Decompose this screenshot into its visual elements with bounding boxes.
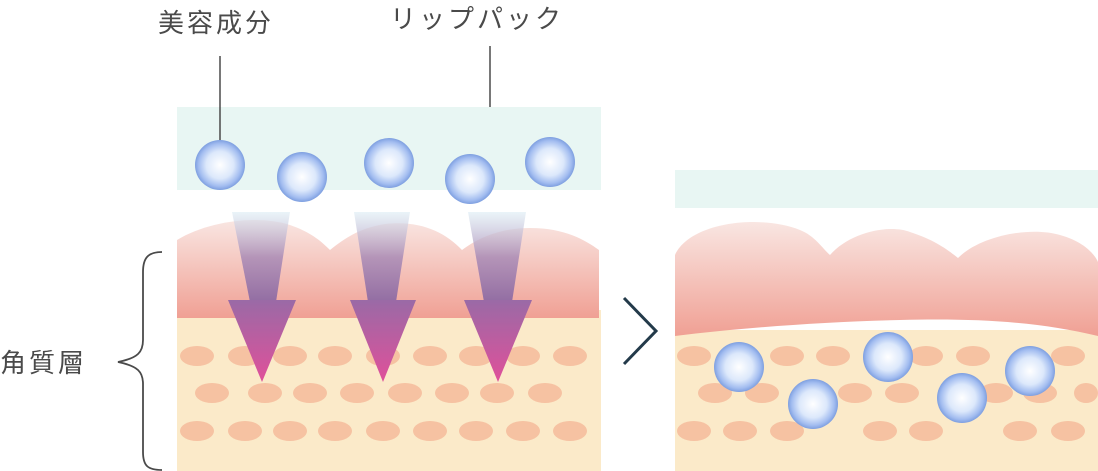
cell xyxy=(228,421,262,441)
corneum-cells-after xyxy=(677,346,1098,441)
cell xyxy=(698,383,732,403)
cell xyxy=(1051,421,1085,441)
cell xyxy=(506,346,540,366)
arrow-down xyxy=(228,212,296,382)
cell xyxy=(723,421,757,441)
cell xyxy=(956,346,990,366)
ingredient-sphere xyxy=(364,138,414,188)
cell xyxy=(273,421,307,441)
ingredient-sphere xyxy=(1005,346,1055,396)
cell xyxy=(506,421,540,441)
left-panel xyxy=(177,46,601,471)
cell xyxy=(838,383,872,403)
cell xyxy=(195,383,229,403)
absorbed-spheres xyxy=(714,332,1055,429)
ingredient-sphere xyxy=(937,373,987,423)
cell xyxy=(340,383,374,403)
cell xyxy=(677,421,711,441)
cell xyxy=(180,346,214,366)
cell xyxy=(979,383,1013,403)
lip-pack-layer-after xyxy=(675,170,1098,208)
cell xyxy=(816,346,850,366)
cell xyxy=(770,421,804,441)
ingredient-sphere xyxy=(525,137,575,187)
curly-brace-icon xyxy=(117,251,163,471)
cell xyxy=(1051,346,1085,366)
cell xyxy=(459,421,493,441)
cell xyxy=(745,383,779,403)
cell xyxy=(180,421,214,441)
chevron-right-icon xyxy=(622,296,659,366)
lip-pack-label: リップパック xyxy=(390,5,564,35)
cell xyxy=(413,346,447,366)
arrow-down xyxy=(464,212,532,382)
cell xyxy=(528,383,562,403)
cell xyxy=(273,346,307,366)
cell xyxy=(1003,421,1037,441)
stratum-corneum-label: 角質層 xyxy=(0,349,87,379)
cell xyxy=(909,421,943,441)
ingredient-label: 美容成分 xyxy=(158,9,274,39)
ingredient-sphere xyxy=(863,332,913,382)
arrow-down xyxy=(350,212,416,382)
ingredient-spheres xyxy=(195,137,575,204)
skin-layer-after xyxy=(675,222,1098,336)
cell xyxy=(885,383,919,403)
penetration-arrows xyxy=(228,212,532,382)
ingredient-sphere xyxy=(788,379,838,429)
ingredient-sphere xyxy=(277,152,327,202)
right-panel xyxy=(675,170,1098,471)
cell xyxy=(293,383,327,403)
cell xyxy=(248,383,282,403)
cell xyxy=(553,346,587,366)
cell xyxy=(388,383,422,403)
cell xyxy=(863,421,897,441)
cell xyxy=(435,383,469,403)
ingredient-sphere xyxy=(445,154,495,204)
ingredient-sphere xyxy=(195,140,245,190)
cell xyxy=(1074,383,1098,403)
cell xyxy=(909,346,943,366)
cell xyxy=(459,346,493,366)
cell xyxy=(366,421,400,441)
cell xyxy=(480,383,514,403)
corneum-cells xyxy=(180,346,587,441)
cell xyxy=(413,421,447,441)
ingredient-sphere xyxy=(714,342,764,392)
cell xyxy=(677,346,711,366)
cell xyxy=(770,346,804,366)
cell xyxy=(553,421,587,441)
cell xyxy=(318,421,352,441)
cell xyxy=(318,346,352,366)
